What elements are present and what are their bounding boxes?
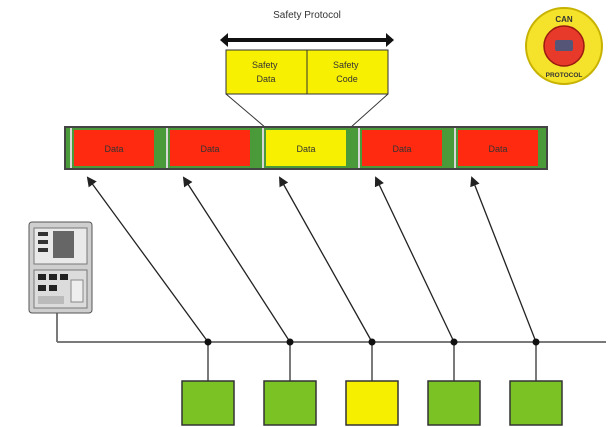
- device-layer: [181, 338, 563, 426]
- safety-code-label: Safety Code: [333, 60, 361, 84]
- zoom-line-left: [225, 93, 267, 129]
- device-5-junction-dot: [532, 338, 540, 346]
- controller-unit: [28, 221, 93, 314]
- frame-3-label: Data: [296, 144, 315, 154]
- safety-code-label-line1: Safety: [333, 60, 359, 70]
- frame-1: Data: [66, 128, 162, 168]
- controller-port-1: [38, 274, 46, 280]
- controller-port-2: [49, 274, 57, 280]
- connection-arrow-2: [182, 176, 291, 343]
- frame-3-body: [266, 130, 346, 166]
- frame-4-body: [362, 130, 442, 166]
- zoom-line-right: [349, 93, 389, 129]
- connection-arrow-1: [86, 176, 209, 343]
- frame-5-separator: [454, 128, 456, 168]
- safety-data-label: Safety Data: [252, 60, 280, 84]
- frame-3: Data: [258, 128, 354, 168]
- controller-slot-3: [38, 248, 48, 252]
- frame-2-separator: [166, 128, 168, 168]
- frame-2: Data: [162, 128, 258, 168]
- device-3: [345, 380, 399, 426]
- frame-2-label: Data: [200, 144, 219, 154]
- frame-1-body: [74, 130, 154, 166]
- device-3-junction-dot: [368, 338, 376, 346]
- can-protocol-badge: CAN PROTOCOL: [525, 7, 603, 85]
- arrow-layer: [86, 176, 537, 343]
- frame-5: Data: [450, 128, 546, 168]
- frame-2-body: [170, 130, 250, 166]
- frame-3-separator: [262, 128, 264, 168]
- safety-protocol-label: Safety Protocol: [273, 10, 341, 21]
- device-1-junction-dot: [204, 338, 212, 346]
- safety-protocol-header: Safety Protocol: [220, 10, 394, 47]
- device-2: [263, 380, 317, 426]
- controller-slot-2: [38, 240, 48, 244]
- frame-1-label: Data: [104, 144, 123, 154]
- connection-arrow-5: [470, 176, 537, 343]
- can-bus: [56, 312, 606, 343]
- frame-strip: Data Data Data Data Data: [64, 126, 548, 170]
- badge-bottom-text: PROTOCOL: [546, 72, 583, 79]
- controller-port-5: [49, 285, 57, 291]
- device-4: [427, 380, 481, 426]
- frame-5-body: [458, 130, 538, 166]
- connection-arrow-4: [374, 176, 455, 343]
- frame-4-label: Data: [392, 144, 411, 154]
- controller-slot-1: [38, 232, 48, 236]
- badge-connector-icon: [555, 40, 573, 51]
- controller-label-plate: [38, 296, 64, 304]
- safety-data-label-line2: Data: [256, 74, 275, 84]
- controller-port-3: [60, 274, 68, 280]
- safety-code-label-line2: Code: [336, 74, 358, 84]
- safety-packet: Safety Data Safety Code: [225, 49, 389, 129]
- safety-protocol-arrow-left-head: [220, 33, 228, 47]
- frame-4-separator: [358, 128, 360, 168]
- safety-data-label-line1: Safety: [252, 60, 278, 70]
- controller-display: [53, 231, 74, 258]
- controller-module: [70, 279, 84, 303]
- safety-protocol-arrow-right-head: [386, 33, 394, 47]
- device-2-junction-dot: [286, 338, 294, 346]
- connection-arrow-3: [279, 176, 373, 343]
- frame-1-separator: [70, 128, 72, 168]
- frame-5-label: Data: [488, 144, 507, 154]
- device-4-junction-dot: [450, 338, 458, 346]
- device-5: [509, 380, 563, 426]
- controller-port-4: [38, 285, 46, 291]
- badge-top-text: CAN: [555, 15, 573, 24]
- frame-4: Data: [354, 128, 450, 168]
- device-1: [181, 380, 235, 426]
